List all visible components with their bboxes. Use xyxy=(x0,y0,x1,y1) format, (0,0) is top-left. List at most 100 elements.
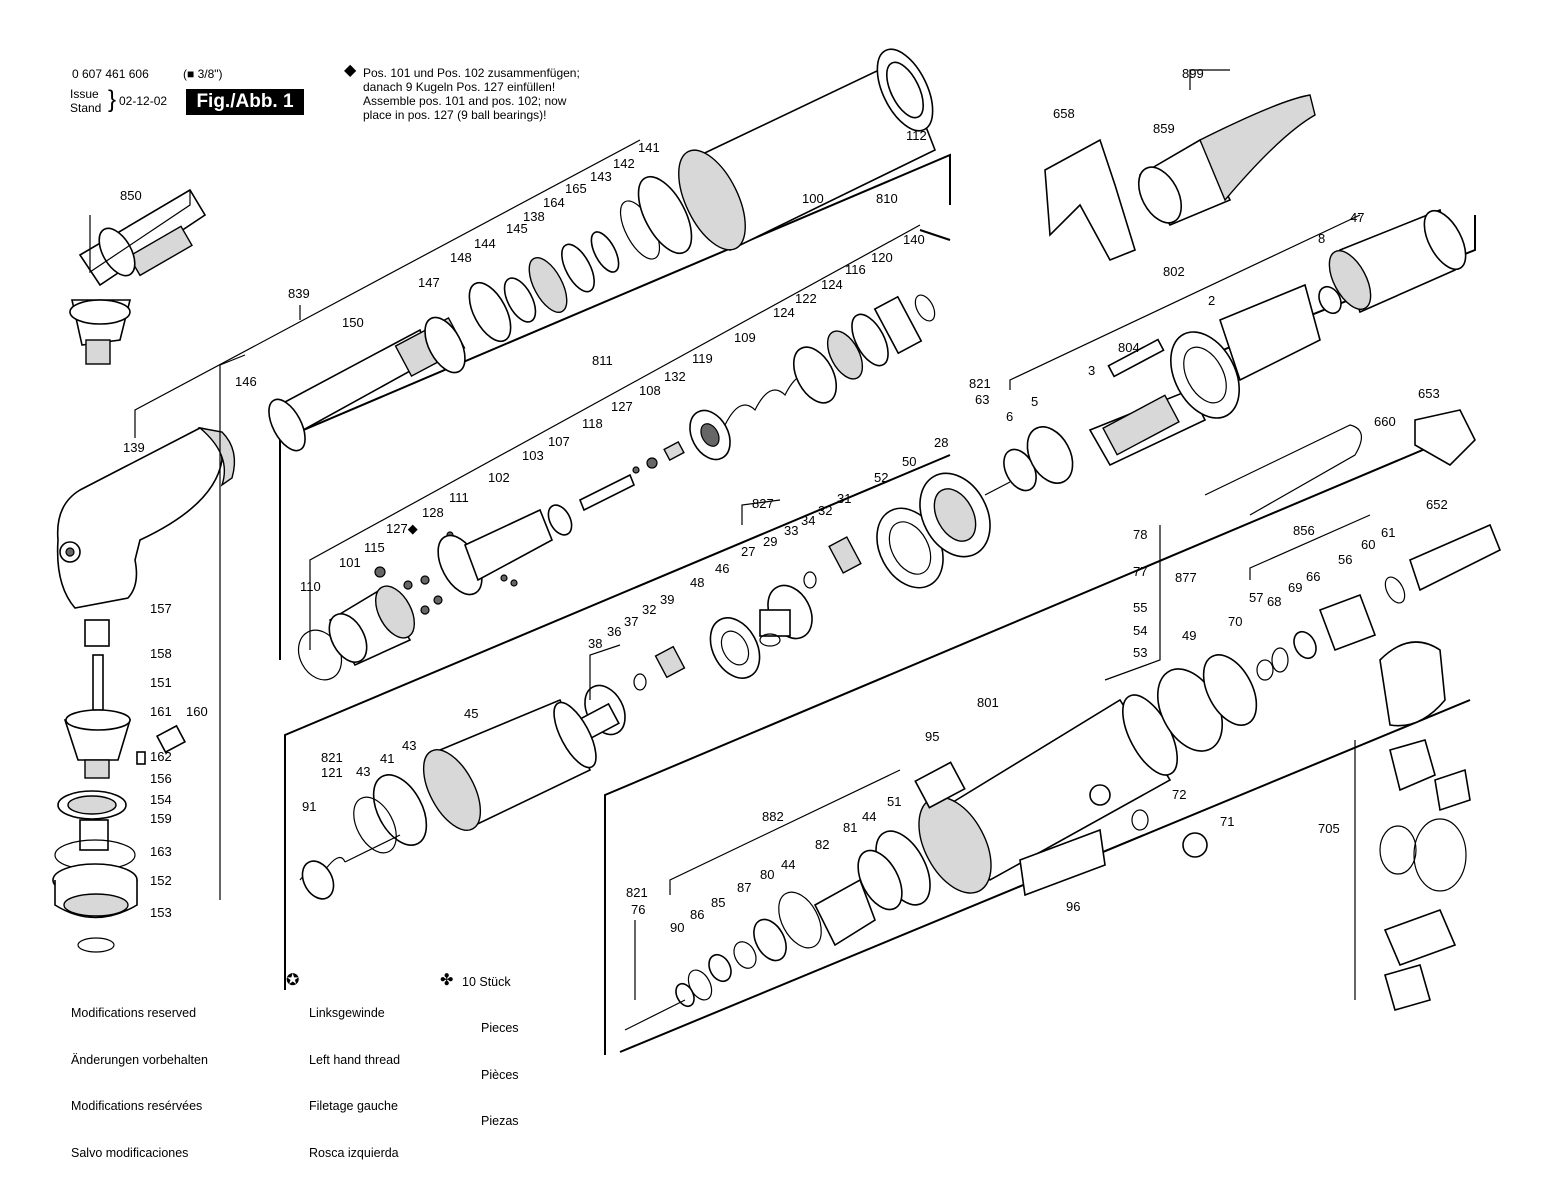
figure-label: Fig./Abb. 1 xyxy=(186,89,304,115)
callout-115: 115 xyxy=(364,540,385,555)
callout-labels: 850 839 150 147 148 144 145 138 164 165 … xyxy=(120,66,1448,935)
callout-49: 49 xyxy=(1182,628,1196,643)
callout-138: 138 xyxy=(523,209,545,224)
callout-127b: 127◆ xyxy=(386,521,418,536)
callout-47: 47 xyxy=(1350,210,1364,225)
callout-55: 55 xyxy=(1133,600,1147,615)
callout-165: 165 xyxy=(565,181,587,196)
callout-112: 112 xyxy=(906,128,927,143)
modifications-line: Änderungen vorbehalten xyxy=(71,1052,208,1067)
callout-658: 658 xyxy=(1053,106,1075,121)
callout-124a: 124 xyxy=(773,305,795,320)
diamond-icon: ◆ xyxy=(344,62,357,79)
callout-41: 41 xyxy=(380,751,394,766)
callout-66: 66 xyxy=(1306,569,1320,584)
pieces-line: Pièces xyxy=(481,1067,519,1082)
callout-111: 111 xyxy=(449,490,469,505)
callout-28: 28 xyxy=(934,435,948,450)
callout-705: 705 xyxy=(1318,821,1340,836)
callout-71: 71 xyxy=(1220,814,1234,829)
callout-38: 38 xyxy=(588,636,602,651)
callout-6: 6 xyxy=(1006,409,1013,424)
callout-147: 147 xyxy=(418,275,440,290)
callout-142: 142 xyxy=(613,156,635,171)
callout-102: 102 xyxy=(488,470,510,485)
callout-877: 877 xyxy=(1175,570,1197,585)
callout-146: 146 xyxy=(235,374,257,389)
callout-802: 802 xyxy=(1163,264,1185,279)
stand-label: Stand xyxy=(70,101,102,115)
callout-86: 86 xyxy=(690,907,704,922)
callout-27: 27 xyxy=(741,544,755,559)
pieces-line: Pieces xyxy=(481,1021,519,1035)
modifications-line: Salvo modificaciones xyxy=(71,1145,189,1160)
callout-160: 160 xyxy=(186,704,208,719)
callout-31: 31 xyxy=(837,491,851,506)
callout-54: 54 xyxy=(1133,623,1147,638)
callout-148: 148 xyxy=(450,250,472,265)
brace-icon: } xyxy=(108,86,117,113)
assembly-note-line-2: danach 9 Kugeln Pos. 127 einfüllen! xyxy=(363,80,556,94)
callout-76: 76 xyxy=(631,902,645,917)
callout-132: 132 xyxy=(664,369,686,384)
valve-assembly-882 xyxy=(624,830,931,1031)
callout-53: 53 xyxy=(1133,645,1147,660)
callout-33: 33 xyxy=(784,523,798,538)
callout-34: 34 xyxy=(801,513,815,528)
callout-37: 37 xyxy=(624,614,638,629)
callout-158: 158 xyxy=(150,646,172,661)
callout-3: 3 xyxy=(1088,363,1095,378)
callout-811: 811 xyxy=(592,353,613,368)
callout-660: 660 xyxy=(1374,414,1396,429)
callout-821b: 821 xyxy=(321,750,343,765)
callout-850: 850 xyxy=(120,188,142,203)
issue-date: 02-12-02 xyxy=(119,94,168,108)
callout-127a: 127 xyxy=(611,399,633,414)
callout-43b: 43 xyxy=(402,738,416,753)
modifications-line: Modifications resérvées xyxy=(71,1099,203,1113)
callout-153: 153 xyxy=(150,905,172,920)
callout-140: 140 xyxy=(903,232,925,247)
callout-61: 61 xyxy=(1381,525,1395,540)
motor-assembly-827 xyxy=(572,426,1074,744)
callout-821c: 821 xyxy=(626,885,648,900)
hanger-and-parts-right xyxy=(1044,94,1476,1011)
left-thread-line: Filetage gauche xyxy=(309,1099,398,1113)
assembly-note-line-4: place in pos. 127 (9 ball bearings)! xyxy=(363,108,547,122)
square-drive-icon: ■ xyxy=(187,67,195,81)
handle-housing-801 xyxy=(914,694,1208,897)
callout-141: 141 xyxy=(638,140,660,155)
callout-162: 162 xyxy=(150,749,172,764)
pieces-block: Pieces Pièces Piezas xyxy=(481,990,519,1145)
callout-157: 157 xyxy=(150,601,172,616)
callout-50: 50 xyxy=(902,454,916,469)
callout-90: 90 xyxy=(670,920,684,935)
callout-152: 152 xyxy=(150,873,172,888)
callout-44b: 44 xyxy=(781,857,795,872)
callout-839: 839 xyxy=(288,286,310,301)
callout-122: 122 xyxy=(795,291,817,306)
callout-48: 48 xyxy=(690,575,704,590)
callout-68: 68 xyxy=(1267,594,1281,609)
callout-110: 110 xyxy=(300,579,321,594)
drive-size-label: (■ 3/8") xyxy=(183,67,223,81)
callout-801: 801 xyxy=(977,695,999,710)
callout-8: 8 xyxy=(1318,231,1325,246)
rotor-assembly-802 xyxy=(1088,208,1467,467)
callout-128: 128 xyxy=(422,505,444,520)
callout-856: 856 xyxy=(1293,523,1315,538)
assembly-note-line-1: Pos. 101 und Pos. 102 zusammenfügen; xyxy=(363,66,580,80)
callout-163: 163 xyxy=(150,844,172,859)
callout-69: 69 xyxy=(1288,580,1302,595)
exhaust-assembly-856 xyxy=(1156,523,1502,752)
callout-56: 56 xyxy=(1338,552,1352,567)
callout-78: 78 xyxy=(1133,527,1147,542)
head-sleeve-810 xyxy=(678,48,937,252)
callout-653: 653 xyxy=(1418,386,1440,401)
callout-108: 108 xyxy=(639,383,661,398)
callout-156: 156 xyxy=(150,771,172,786)
callout-100: 100 xyxy=(802,191,824,206)
callout-101: 101 xyxy=(339,555,361,570)
callout-32b: 32 xyxy=(642,602,656,617)
callout-77: 77 xyxy=(1133,564,1147,579)
